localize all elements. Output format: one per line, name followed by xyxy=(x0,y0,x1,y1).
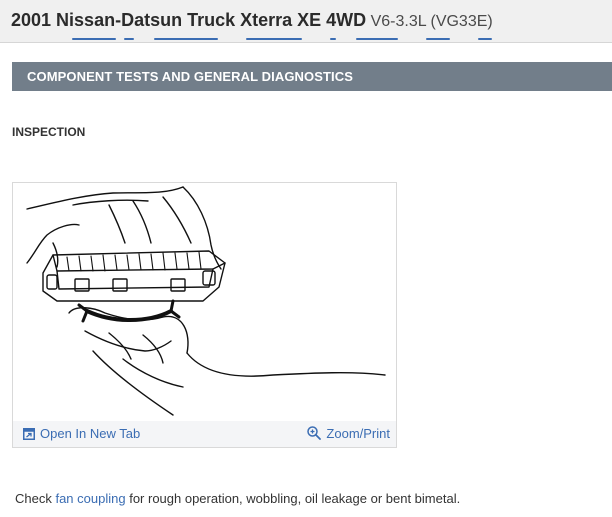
open-in-new-tab-button[interactable]: Open In New Tab xyxy=(23,426,140,443)
inspection-figure: Open In New Tab Zoom/Print xyxy=(12,182,397,448)
inspection-instruction: Check fan coupling for rough operation, … xyxy=(15,491,460,506)
breadcrumb-links-clipped[interactable] xyxy=(0,34,612,42)
instruction-text-after: for rough operation, wobbling, oil leaka… xyxy=(125,491,461,506)
vehicle-title-main: 2001 Nissan-Datsun Truck Xterra XE 4WD xyxy=(11,10,367,30)
vehicle-header: 2001 Nissan-Datsun Truck Xterra XE 4WD V… xyxy=(0,0,612,43)
section-title: COMPONENT TESTS AND GENERAL DIAGNOSTICS xyxy=(27,69,354,84)
section-header: COMPONENT TESTS AND GENERAL DIAGNOSTICS xyxy=(12,62,612,91)
open-in-new-tab-label: Open In New Tab xyxy=(40,426,141,441)
open-new-tab-icon xyxy=(23,428,35,443)
zoom-print-button[interactable]: Zoom/Print xyxy=(307,426,390,443)
vehicle-title: 2001 Nissan-Datsun Truck Xterra XE 4WD V… xyxy=(11,10,493,31)
fan-coupling-link[interactable]: fan coupling xyxy=(55,491,126,506)
zoom-print-label: Zoom/Print xyxy=(326,426,390,441)
magnifier-plus-icon xyxy=(307,426,322,443)
fan-coupling-illustration[interactable] xyxy=(13,183,396,421)
figure-toolbar: Open In New Tab Zoom/Print xyxy=(13,421,396,447)
inspection-heading: INSPECTION xyxy=(12,125,86,139)
instruction-text-before: Check xyxy=(15,491,56,506)
vehicle-engine: V6-3.3L (VG33E) xyxy=(370,13,493,30)
